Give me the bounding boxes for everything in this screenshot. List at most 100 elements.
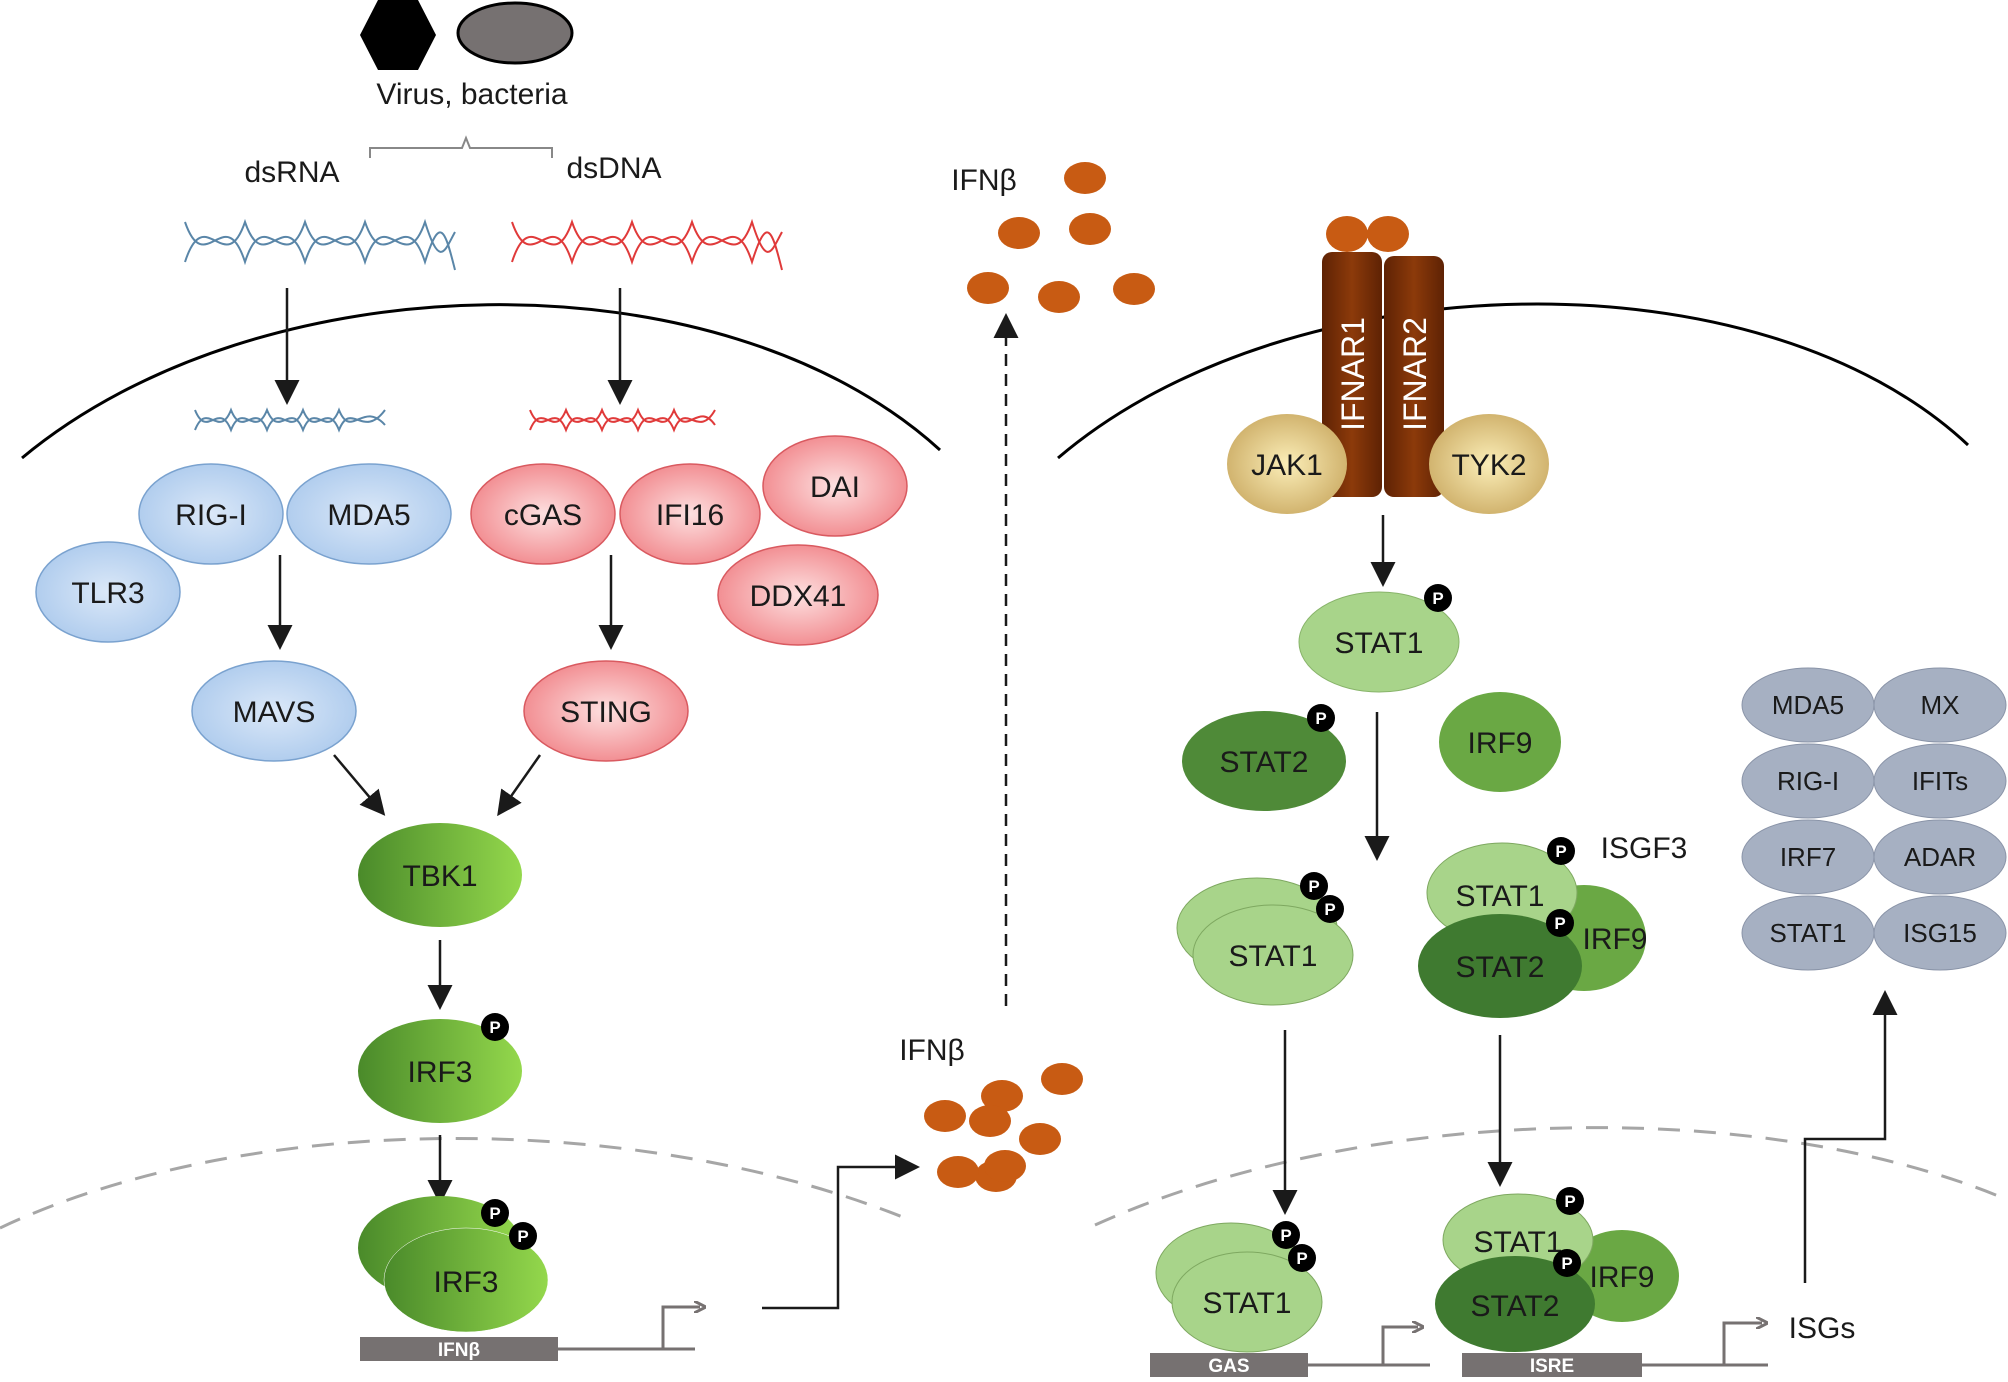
irf3-node: IRF3 bbox=[358, 1019, 522, 1123]
ifnb-extracellular-cluster bbox=[967, 162, 1155, 313]
gas-promoter: GAS bbox=[1150, 1327, 1430, 1377]
sting-to-tbk1-arrow bbox=[497, 754, 542, 817]
left-cell-membrane bbox=[21, 303, 942, 460]
dai-label: DAI bbox=[810, 471, 860, 504]
isg-product-label: IFITs bbox=[1912, 766, 1968, 796]
irf3-label: IRF3 bbox=[407, 1056, 472, 1089]
isgs-label: ISGs bbox=[1789, 1312, 1856, 1345]
isg-product-label: MX bbox=[1921, 690, 1960, 720]
isg-product-item: ISG15 bbox=[1873, 895, 2007, 971]
dsrna-label: dsRNA bbox=[244, 156, 339, 189]
ifnar1-label: IFNAR1 bbox=[1335, 317, 1371, 431]
ifnb-bound-ligands bbox=[1326, 216, 1409, 252]
stat2-node: STAT2 bbox=[1182, 711, 1346, 811]
tyk2-node: TYK2 bbox=[1429, 414, 1549, 514]
stat2-phospho-badge: P bbox=[1307, 704, 1335, 732]
virus-hexagon-icon bbox=[360, 0, 436, 70]
nuc-isgf3-phospho-badge-2: P bbox=[1553, 1249, 1581, 1277]
irf9-node: IRF9 bbox=[1439, 692, 1561, 792]
isg-product-label: ADAR bbox=[1904, 842, 1976, 872]
isg-product-item: STAT1 bbox=[1741, 895, 1875, 971]
isre-promoter: ISRE bbox=[1462, 1323, 1768, 1377]
phospho-label: P bbox=[1296, 1249, 1307, 1268]
isgf3-label: ISGF3 bbox=[1601, 832, 1688, 865]
ifi16-label: IFI16 bbox=[656, 499, 724, 532]
nuc-isgf3-irf9-label: IRF9 bbox=[1589, 1261, 1654, 1294]
phospho-label: P bbox=[1564, 1192, 1575, 1211]
gas-label: GAS bbox=[1208, 1356, 1249, 1377]
nuc-isgf3-stat2-label: STAT2 bbox=[1471, 1290, 1560, 1323]
mda5-label: MDA5 bbox=[327, 499, 410, 532]
isg-product-item: MDA5 bbox=[1741, 667, 1875, 743]
isgf3-phospho-badge-2: P bbox=[1546, 909, 1574, 937]
irf3-phospho-badge: P bbox=[481, 1013, 509, 1041]
phospho-label: P bbox=[1308, 877, 1319, 896]
cgas-label: cGAS bbox=[504, 499, 582, 532]
isg-product-item: ADAR bbox=[1873, 819, 2007, 895]
rig-i-node: RIG-I bbox=[138, 463, 284, 565]
isgf3-stat2-label: STAT2 bbox=[1456, 951, 1545, 984]
phospho-label: P bbox=[1555, 842, 1566, 861]
right-cell-membrane bbox=[1057, 302, 1970, 460]
isgf3-complex-node: STAT1 STAT2 IRF9 bbox=[1418, 842, 1648, 1018]
stat1-phos-label: STAT1 bbox=[1335, 627, 1424, 660]
right-nuclear-membrane bbox=[1094, 1126, 2008, 1227]
ifnb-cytoplasm-label: IFNβ bbox=[899, 1034, 965, 1067]
ifnb-promoter: IFNβ bbox=[360, 1307, 700, 1361]
bacteria-ellipse-icon bbox=[456, 1, 574, 65]
phospho-label: P bbox=[1561, 1254, 1572, 1273]
stat1-phospho-badge: P bbox=[1424, 584, 1452, 612]
ifnb-cytoplasm-cluster bbox=[924, 1063, 1083, 1192]
isg-product-label: IRF7 bbox=[1780, 842, 1836, 872]
ifnb-expression-arrow bbox=[762, 1154, 920, 1310]
mavs-node: MAVS bbox=[191, 660, 357, 762]
isg-product-item: IRF7 bbox=[1741, 819, 1875, 895]
sting-label: STING bbox=[560, 696, 652, 729]
mavs-label: MAVS bbox=[233, 696, 316, 729]
pathogens-label: Virus, bacteria bbox=[376, 78, 568, 111]
dsdna-label: dsDNA bbox=[566, 152, 661, 185]
phospho-label: P bbox=[1554, 914, 1565, 933]
phospho-label: P bbox=[1280, 1226, 1291, 1245]
mavs-to-tbk1-arrow bbox=[333, 754, 386, 816]
isg-product-label: RIG-I bbox=[1777, 766, 1839, 796]
phospho-label: P bbox=[517, 1227, 528, 1246]
stat1-dimer-label: STAT1 bbox=[1229, 940, 1318, 973]
nuc-stat1-phospho-badge-1: P bbox=[1272, 1221, 1300, 1249]
phospho-label: P bbox=[1432, 589, 1443, 608]
jak1-label: JAK1 bbox=[1251, 449, 1323, 482]
ddx41-label: DDX41 bbox=[750, 580, 847, 613]
tlr3-label: TLR3 bbox=[71, 577, 144, 610]
ifnar1-receptor: IFNAR1 bbox=[1322, 252, 1382, 497]
phospho-label: P bbox=[489, 1018, 500, 1037]
stat2-label: STAT2 bbox=[1220, 746, 1309, 779]
nuc-isgf3-complex-node: STAT1 STAT2 IRF9 bbox=[1435, 1193, 1679, 1352]
ifnb-extracellular-label: IFNβ bbox=[951, 164, 1017, 197]
irf3-dimer-node: IRF3 bbox=[358, 1196, 549, 1333]
stat1-dimer-phospho-badge-2: P bbox=[1316, 895, 1344, 923]
internal-dsdna-icon bbox=[529, 407, 716, 433]
nuc-isgf3-phospho-badge-1: P bbox=[1556, 1187, 1584, 1215]
isg-product-label: ISG15 bbox=[1903, 918, 1977, 948]
nuc-stat1-phospho-badge-2: P bbox=[1288, 1244, 1316, 1272]
nuc-stat1-dimer-node: STAT1 bbox=[1155, 1222, 1323, 1353]
irf3-dimer-label: IRF3 bbox=[433, 1266, 498, 1299]
isgf3-irf9-label: IRF9 bbox=[1582, 923, 1647, 956]
isg-product-item: RIG-I bbox=[1741, 743, 1875, 819]
tbk1-label: TBK1 bbox=[402, 860, 477, 893]
tbk1-node: TBK1 bbox=[358, 823, 522, 927]
isgf3-phospho-badge-1: P bbox=[1547, 837, 1575, 865]
ifi16-node: IFI16 bbox=[619, 463, 761, 565]
stat1-phos-node: STAT1 bbox=[1298, 591, 1460, 693]
isgs-expression-arrow bbox=[1803, 990, 1898, 1283]
phospho-label: P bbox=[1324, 900, 1335, 919]
rig-i-label: RIG-I bbox=[175, 499, 247, 532]
phospho-label: P bbox=[489, 1204, 500, 1223]
isg-product-item: IFITs bbox=[1873, 743, 2007, 819]
pathogen-brace bbox=[369, 135, 553, 158]
irf9-label: IRF9 bbox=[1467, 727, 1532, 760]
stat1-dimer-node: STAT1 bbox=[1176, 877, 1354, 1006]
nuc-isgf3-stat1-label: STAT1 bbox=[1474, 1226, 1563, 1259]
